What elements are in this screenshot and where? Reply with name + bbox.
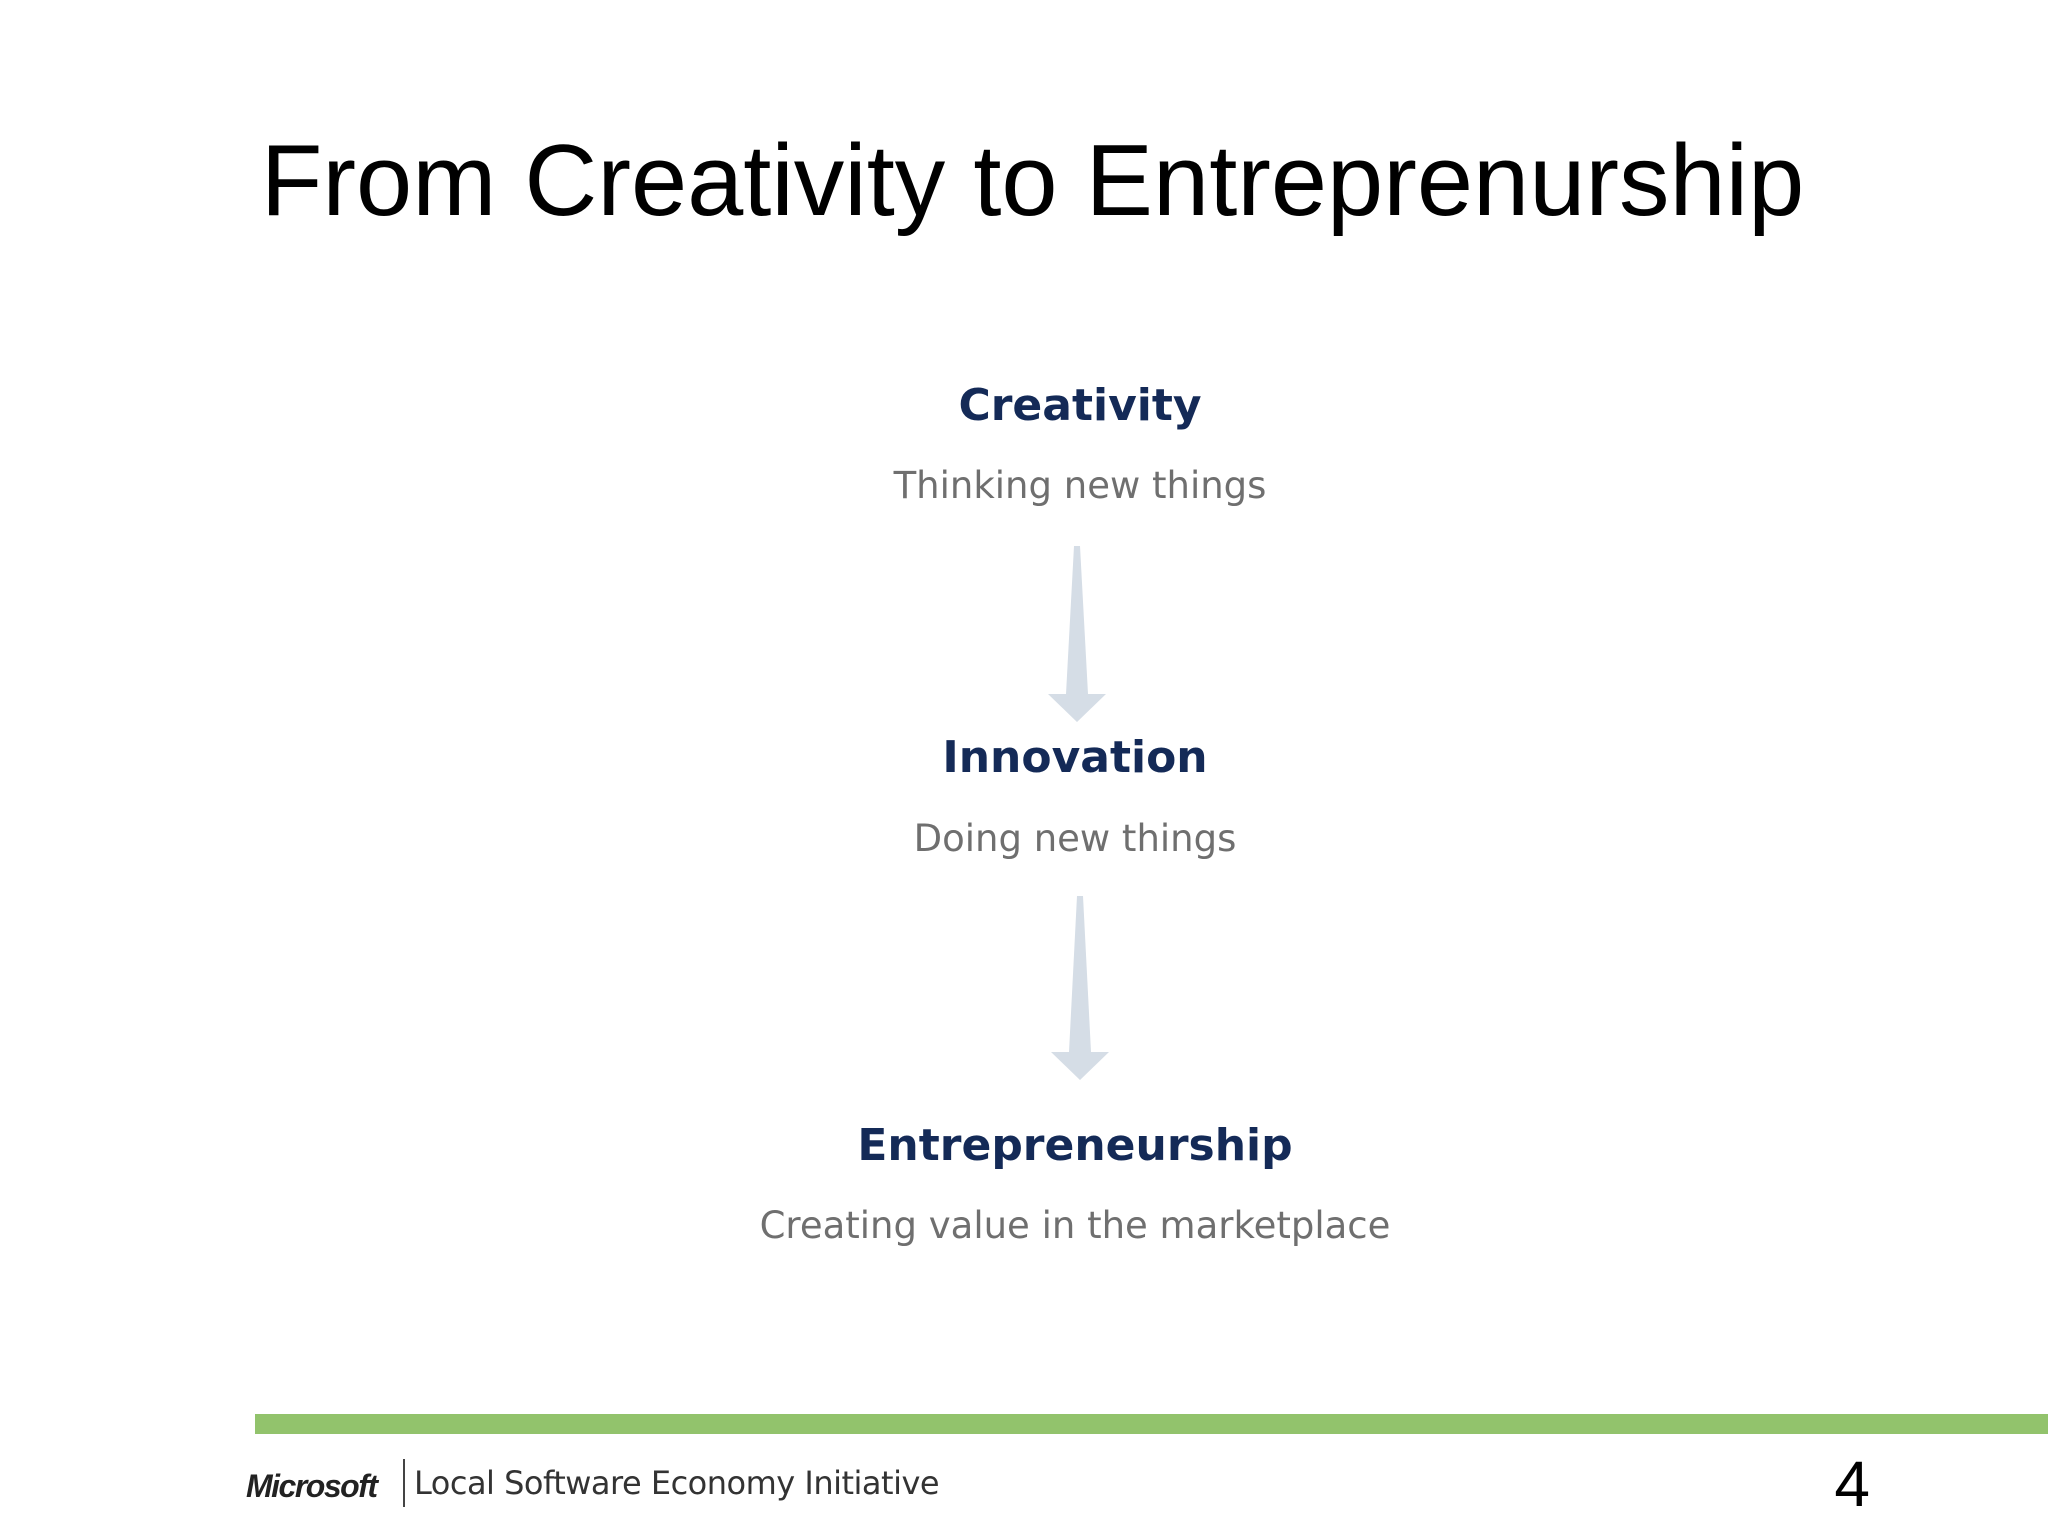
down-arrow-icon — [1048, 546, 1106, 722]
microsoft-logo: Microsoft — [246, 1468, 378, 1504]
node-entrepreneurship-description: Creating value in the marketplace — [759, 1204, 1391, 1247]
footer-divider — [403, 1459, 405, 1507]
down-arrow-icon — [1051, 896, 1109, 1080]
node-innovation-description: Doing new things — [913, 817, 1237, 860]
page-number: 4 — [1834, 1448, 1870, 1520]
footer-initiative-text: Local Software Economy Initiative — [414, 1464, 940, 1502]
node-creativity-description: Thinking new things — [893, 464, 1267, 507]
node-creativity-heading: Creativity — [958, 380, 1202, 431]
slide-title: From Creativity to Entreprenurship — [260, 125, 1805, 237]
footer-rule — [255, 1414, 2048, 1434]
node-innovation-heading: Innovation — [942, 732, 1208, 783]
node-entrepreneurship-heading: Entrepreneurship — [857, 1120, 1293, 1171]
